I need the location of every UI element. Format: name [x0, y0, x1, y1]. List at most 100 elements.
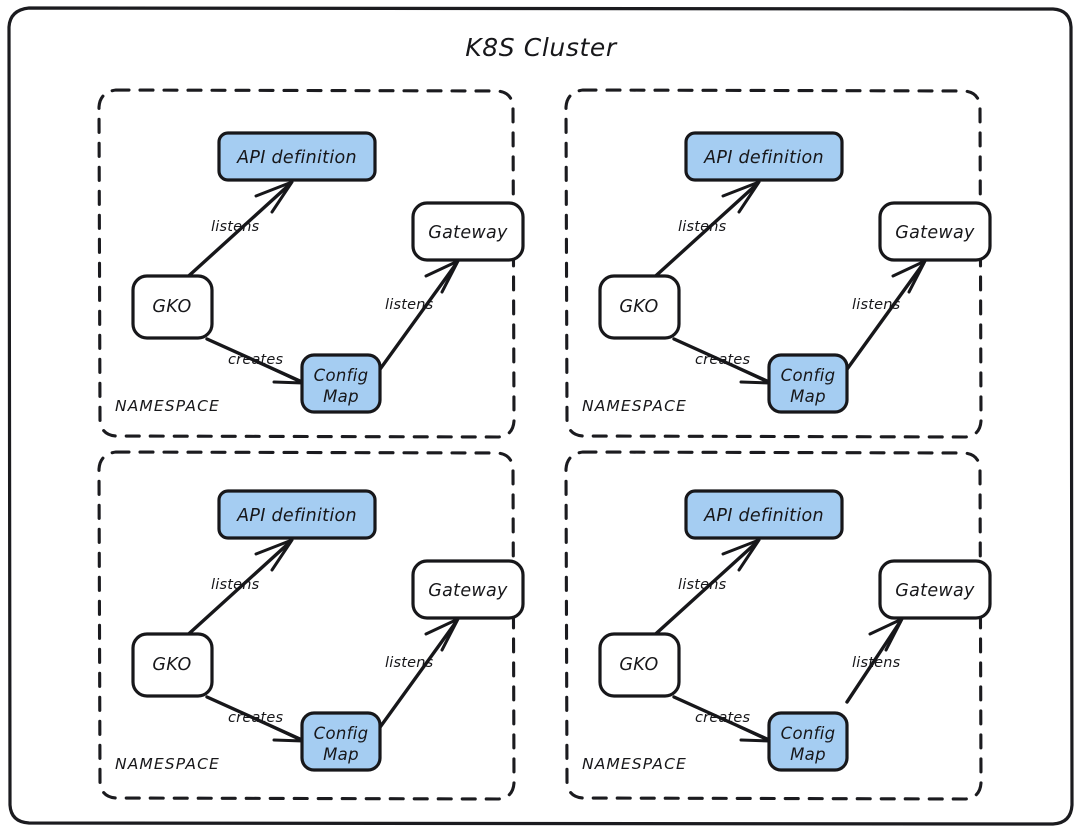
node-gko[interactable]: GKO — [598, 274, 681, 340]
edge-label: listens — [852, 297, 901, 313]
node-shape — [300, 711, 382, 772]
edge-line — [180, 540, 292, 642]
edge-label: listens — [211, 577, 260, 593]
arrowhead — [721, 538, 761, 572]
edge-line-segment — [845, 620, 902, 704]
node-shape — [684, 131, 844, 182]
namespace-border — [564, 450, 983, 801]
edge-configmap-to-gateway: listens — [376, 617, 460, 732]
edge-gko-to-api: listens — [647, 538, 761, 642]
node-config-map[interactable]: Config Map — [300, 353, 382, 414]
edge-label: listens — [852, 655, 901, 671]
node-label: GKO — [619, 297, 658, 317]
node-label-line2: Map — [323, 387, 359, 406]
edge-gko-to-api: listens — [647, 180, 761, 284]
node-gateway[interactable]: Gateway — [411, 201, 525, 262]
edge-line — [376, 620, 458, 732]
namespace-top-right: listens creates listens API definition G… — [564, 88, 992, 439]
namespace-label: NAMESPACE — [582, 755, 687, 773]
namespace-top-left: listens creates listens API definition G… — [97, 88, 525, 439]
node-gko[interactable]: GKO — [131, 632, 214, 698]
node-label: Gateway — [428, 581, 508, 601]
namespace-bottom-left: listens creates listens API definition G… — [97, 450, 525, 801]
node-api-definition[interactable]: API definition — [684, 489, 844, 540]
arrowhead — [424, 617, 460, 652]
node-shape — [767, 353, 849, 414]
node-shape — [131, 632, 214, 698]
node-shape — [767, 711, 849, 772]
node-label-line1: Config — [314, 366, 369, 385]
node-gko[interactable]: GKO — [131, 274, 214, 340]
arrowhead — [254, 180, 294, 214]
cluster-title: K8S Cluster — [465, 33, 618, 62]
edge-label: listens — [211, 219, 260, 235]
edge-label: creates — [228, 710, 284, 726]
edge-line — [843, 262, 925, 374]
node-gateway[interactable]: Gateway — [878, 201, 992, 262]
node-shape — [684, 489, 844, 540]
node-api-definition[interactable]: API definition — [684, 131, 844, 182]
node-label-line1: Config — [781, 724, 836, 743]
arrowhead — [736, 366, 772, 385]
edge-label: creates — [695, 352, 751, 368]
node-shape — [598, 274, 681, 340]
edge-gko-to-configmap: creates — [205, 695, 305, 743]
node-config-map[interactable]: Config Map — [300, 711, 382, 772]
arrowhead — [254, 538, 294, 572]
node-label-line2: Map — [790, 745, 826, 764]
arrowhead — [269, 366, 305, 385]
node-shape — [411, 201, 525, 262]
namespace-border — [97, 88, 516, 439]
node-shape — [411, 559, 525, 620]
namespace-label: NAMESPACE — [115, 397, 220, 415]
node-label: GKO — [152, 297, 191, 317]
node-label-line1: Config — [314, 724, 369, 743]
node-label-line2: Map — [323, 745, 359, 764]
node-shape — [131, 274, 214, 340]
namespace-label: NAMESPACE — [115, 755, 220, 773]
namespace-bottom-right: listens creates listens API definition G… — [564, 450, 992, 801]
edge-label: creates — [695, 710, 751, 726]
namespace-border — [564, 88, 983, 439]
node-label-line2: Map — [790, 387, 826, 406]
node-shape — [217, 131, 377, 182]
edge-line — [647, 182, 759, 284]
node-label-line1: Config — [781, 366, 836, 385]
arrowhead — [736, 724, 772, 743]
node-label: API definition — [236, 506, 357, 526]
edge-label: listens — [678, 219, 727, 235]
node-config-map[interactable]: Config Map — [767, 711, 849, 772]
node-label: Gateway — [428, 223, 508, 243]
arrowhead — [424, 259, 460, 294]
edge-configmap-to-gateway: listens — [376, 259, 460, 374]
edge-label: listens — [678, 577, 727, 593]
edge-configmap-to-gateway: listens — [843, 259, 927, 374]
node-gko[interactable]: GKO — [598, 632, 681, 698]
arrowhead — [891, 259, 927, 294]
node-api-definition[interactable]: API definition — [217, 489, 377, 540]
node-shape — [878, 201, 992, 262]
edge-line — [180, 182, 292, 284]
edge-label: listens — [385, 655, 434, 671]
edge-line — [376, 262, 458, 374]
node-label: API definition — [236, 148, 357, 168]
arrowhead — [721, 180, 761, 214]
edge-gko-to-configmap: creates — [672, 695, 772, 743]
edge-gko-to-configmap: creates — [205, 337, 305, 385]
arrowhead — [868, 617, 904, 652]
node-shape — [598, 632, 681, 698]
node-label: GKO — [152, 655, 191, 675]
node-api-definition[interactable]: API definition — [217, 131, 377, 182]
node-label: Gateway — [895, 223, 975, 243]
node-gateway[interactable]: Gateway — [878, 559, 992, 620]
node-gateway[interactable]: Gateway — [411, 559, 525, 620]
node-label: GKO — [619, 655, 658, 675]
cluster-frame — [7, 6, 1074, 826]
namespace-label: NAMESPACE — [582, 397, 687, 415]
node-config-map[interactable]: Config Map — [767, 353, 849, 414]
node-label: API definition — [703, 506, 824, 526]
node-label: API definition — [703, 148, 824, 168]
edge-line — [647, 540, 759, 642]
